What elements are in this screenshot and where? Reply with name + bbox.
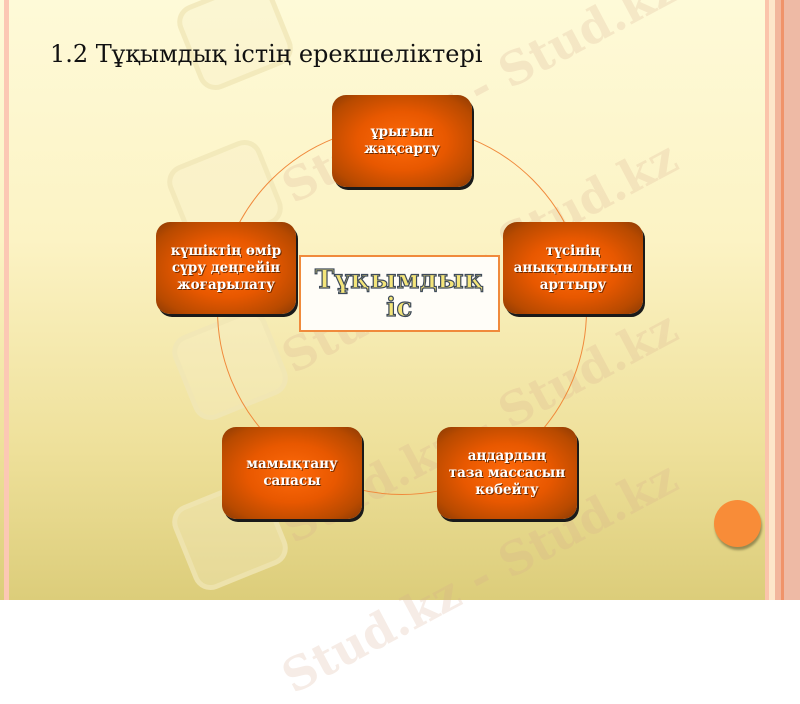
node-text-line: көбейту [475, 481, 539, 498]
node-right: түсінің анықтылығын арттыру [503, 222, 643, 314]
node-text-line: анықтылығын [513, 259, 633, 276]
node-left: күшіктің өмір сүру деңгейін жоғарылату [156, 222, 296, 314]
node-text-line: сапасы [263, 473, 321, 489]
node-text-line: жақсарту [364, 141, 440, 157]
slide-title: 1.2 Тұқымдық істің ерекшеліктері [50, 40, 483, 68]
node-text-line: арттыру [539, 276, 607, 293]
node-text-line: аңдардың [467, 447, 547, 464]
center-title-line1: Тұқымдық [314, 264, 485, 295]
right-decorative-band [765, 0, 800, 600]
node-bottom-right: аңдардың таза массасын көбейту [437, 427, 577, 519]
node-text-line: жоғарылату [177, 276, 275, 293]
node-text-line: таза массасын [448, 464, 566, 481]
node-text-line: мамықтану [246, 456, 338, 472]
center-title-line2: іс [386, 292, 413, 323]
node-bottom-left: мамықтану сапасы [222, 427, 362, 519]
next-slide-button[interactable] [714, 500, 761, 547]
node-text-line: түсінің [545, 242, 601, 259]
node-text-line: сүру деңгейін [171, 259, 281, 276]
center-box: Тұқымдық іс [299, 255, 500, 332]
node-top: ұрығын жақсарту [332, 95, 472, 187]
node-text-line: ұрығын [370, 124, 434, 140]
left-border-stripe [4, 0, 9, 600]
node-text-line: күшіктің өмір [170, 242, 282, 259]
